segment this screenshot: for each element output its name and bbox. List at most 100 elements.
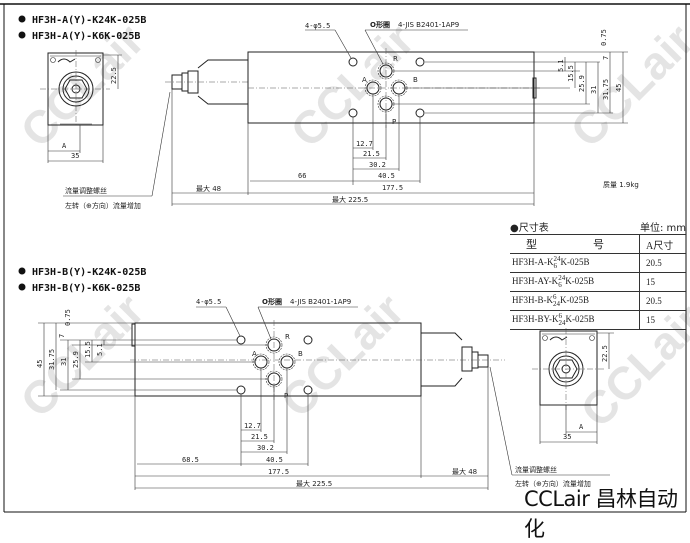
dim: 66 [298, 172, 306, 180]
size-table-unit: 单位: mm [639, 223, 686, 234]
bullet-icon [18, 283, 26, 291]
front-view-bottom: 22.5 A 35 [532, 328, 614, 444]
model-sub: 6 [553, 262, 558, 270]
model-sub: 24 [553, 300, 561, 308]
model-title: HF3H-B(Y)-K24K-025B [32, 267, 146, 278]
dim: 7 [602, 56, 610, 60]
header-model-1: 型 [526, 239, 537, 251]
model-sub: 6 [558, 281, 562, 289]
model-suffix: K-025B [560, 257, 590, 268]
model-title: HF3H-A(Y)-K6K-025B [32, 31, 140, 42]
port-r-label: R [393, 55, 398, 63]
dim: 45 [36, 360, 44, 368]
a-size: 20.5 [639, 253, 686, 273]
dim: 177.5 [382, 184, 403, 192]
dim: 7 [58, 334, 66, 338]
bullet-icon [18, 31, 26, 39]
bottom-bottom-dims: 12.7 21.5 30.2 68.5 40.5 177.5 最大 225.5 … [134, 366, 610, 490]
model-title: HF3H-A(Y)-K24K-025B [32, 15, 146, 26]
header-a-size: A尺寸 [639, 234, 686, 254]
a-size: 20.5 [639, 291, 686, 311]
dim-22-5: 22.5 [601, 345, 609, 362]
port-r-label: R [285, 333, 290, 341]
model-sup: 6 [553, 293, 557, 301]
dim: 25.9 [578, 75, 586, 92]
port-p-label: P [392, 118, 396, 126]
dim: 25.9 [72, 351, 80, 368]
model-sup: 6 [558, 312, 563, 320]
drawing-canvas: CCLair CCLair CCLair CCLair CCLair CCLai… [0, 3, 690, 513]
dim: 5.1 [557, 59, 565, 72]
screw-note: 左转（⊕方向）流量增加 [515, 479, 591, 488]
dim: 31.75 [48, 349, 56, 370]
port-p-label: P [284, 392, 288, 400]
model-sup: 24 [553, 255, 561, 263]
dim: 5.1 [96, 343, 104, 356]
dim: 45 [615, 84, 623, 92]
port-b-label: B [298, 350, 303, 358]
mass-label: 质量 1.9kg [603, 180, 639, 189]
bottom-left-dims: 0.75 7 31.75 31 25.9 15.5 5.1 45 [36, 309, 268, 397]
bottom-callouts: 4-φ5.5 O形圈 4-JIS B2401-1AP9 [196, 297, 358, 340]
dim: 31 [590, 86, 598, 94]
top-right-dims: 0.75 7 5.1 15.5 25.9 31 31.75 45 [392, 29, 628, 124]
a-size: 15 [639, 272, 686, 292]
bullet-icon [18, 267, 26, 275]
watermark: CCLair [280, 14, 423, 157]
bullet-icon [18, 15, 26, 23]
model-title: HF3H-B(Y)-K6K-025B [32, 283, 140, 294]
dim: 12.7 [356, 140, 373, 148]
dim: 12.7 [244, 422, 261, 430]
table-header: 型 号 A尺寸 [510, 234, 686, 254]
dim-max-stem: 最大 48 [452, 467, 477, 476]
oring-spec: 4-JIS B2401-1AP9 [290, 298, 351, 306]
dim-a: A [579, 423, 584, 431]
port-a-label: A [362, 76, 367, 84]
model-prefix: HF3H-B-K [512, 295, 554, 306]
model-prefix: HF3H-A-K [512, 257, 554, 268]
dim-max-length: 最大 225.5 [332, 195, 368, 204]
a-size: 15 [639, 310, 686, 330]
model-suffix: K-025B [565, 314, 595, 325]
dim: 0.75 [600, 29, 608, 46]
dim: 30.2 [369, 161, 386, 169]
header-model-2: 号 [593, 239, 604, 251]
watermark: CCLair [10, 284, 153, 427]
dim-35: 35 [563, 433, 571, 441]
dim: 21.5 [251, 433, 268, 441]
bottom-titles: HF3H-B(Y)-K24K-025B HF3H-B(Y)-K6K-025B [18, 267, 146, 294]
screw-note: 左转（⊕方向）流量增加 [65, 201, 141, 210]
top-bottom-dims: 12.7 21.5 30.2 66 40.5 177.5 最大 225.5 最大… [63, 89, 639, 210]
model-sup: 24 [558, 274, 566, 282]
model-suffix: K-025B [565, 276, 595, 287]
holes-label: 4-φ5.5 [305, 22, 330, 30]
model-sub: 24 [558, 319, 566, 327]
dim-35: 35 [71, 152, 79, 160]
brand-logo: CCLair 昌林自动化 [524, 487, 678, 541]
port-b-label: B [413, 76, 418, 84]
dim-22-5: 22.5 [110, 67, 118, 84]
front-view-top: 22.5 A 35 [40, 50, 122, 163]
dim: 15.5 [567, 65, 575, 82]
size-table-caption: ●尺寸表 单位: mm [510, 219, 686, 234]
screw-label: 流量调整螺丝 [65, 186, 107, 195]
model-prefix: HF3H-AY-K [512, 276, 559, 287]
dim: 40.5 [378, 172, 395, 180]
dim: 15.5 [84, 341, 92, 358]
dim: 0.75 [64, 309, 72, 326]
model-prefix: HF3H-BY-K [512, 314, 559, 325]
top-titles: HF3H-A(Y)-K24K-025B HF3H-A(Y)-K6K-025B [18, 15, 146, 42]
dim-a: A [62, 142, 67, 150]
dim: 31.75 [602, 79, 610, 100]
screw-label: 流量调整螺丝 [515, 465, 557, 474]
holes-label: 4-φ5.5 [196, 298, 221, 306]
oring-label: O形圈 [262, 297, 282, 306]
port-a-label: A [252, 350, 257, 358]
dim-max-stem: 最大 48 [196, 184, 221, 193]
size-table-title: ●尺寸表 [510, 223, 549, 234]
